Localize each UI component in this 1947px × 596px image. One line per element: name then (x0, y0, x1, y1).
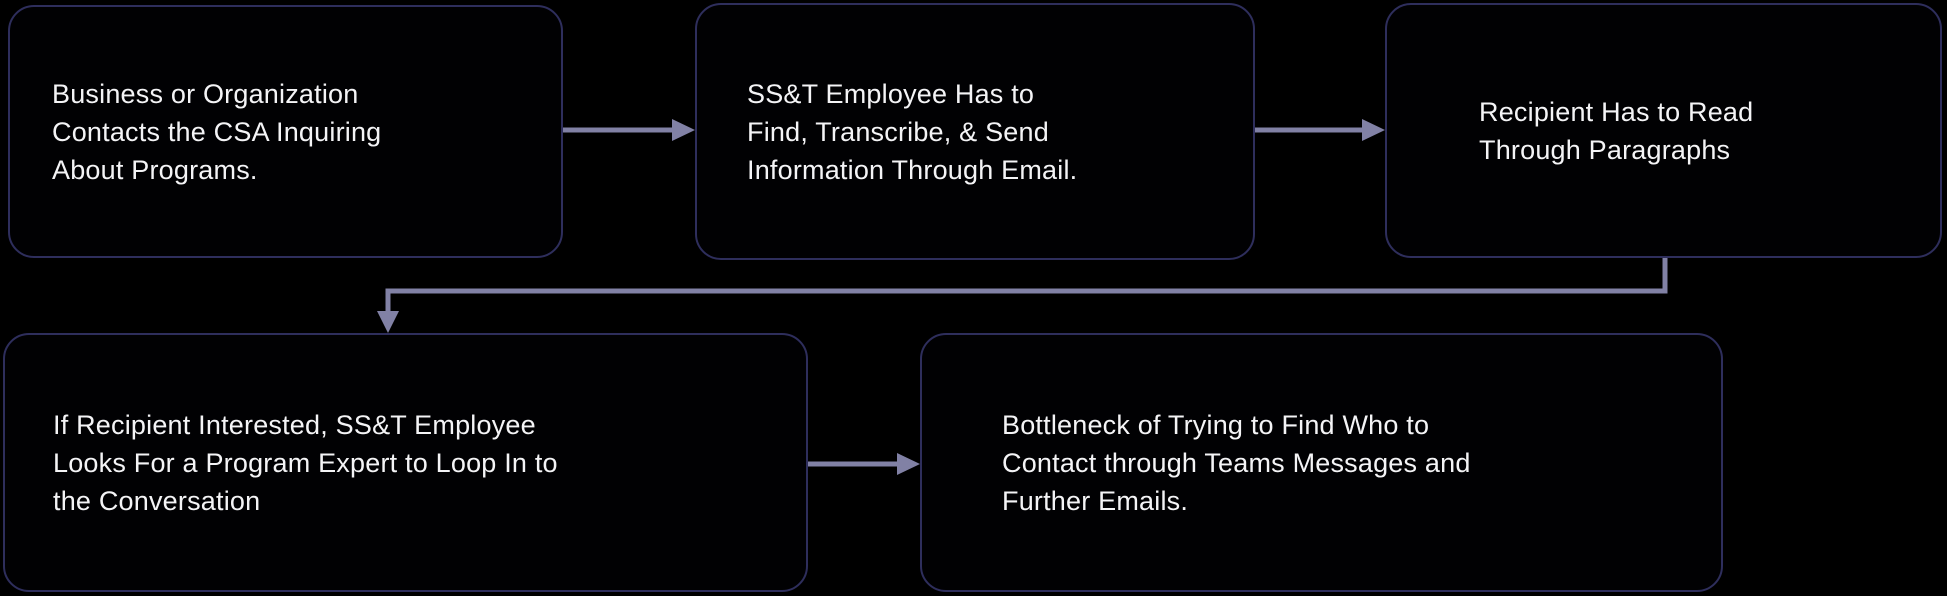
arrowhead-right-icon (897, 453, 920, 475)
flow-node-transcribe-label: SS&T Employee Has to Find, Transcribe, &… (747, 78, 1078, 185)
arrowhead-right-icon (672, 119, 695, 141)
flow-node-bottleneck: Bottleneck of Trying to Find Who to Cont… (920, 333, 1723, 592)
flow-node-loop-in: If Recipient Interested, SS&T Employee L… (3, 333, 808, 592)
edge-read-to-loop-in (377, 258, 1668, 333)
edge-elbow-line (385, 258, 1668, 313)
arrowhead-down-icon (377, 311, 399, 333)
edge-transcribe-to-read (1255, 119, 1385, 141)
flow-node-read-label: Recipient Has to Read Through Paragraphs (1479, 96, 1754, 165)
edge-loop-in-to-bottleneck (808, 453, 920, 475)
flow-node-loop-in-label: If Recipient Interested, SS&T Employee L… (53, 409, 558, 516)
flow-node-contact-label: Business or Organization Contacts the CS… (52, 78, 382, 185)
edge-contact-to-transcribe (563, 119, 695, 141)
flow-node-transcribe: SS&T Employee Has to Find, Transcribe, &… (695, 3, 1255, 260)
arrowhead-right-icon (1362, 119, 1385, 141)
flow-node-bottleneck-label: Bottleneck of Trying to Find Who to Cont… (1002, 409, 1471, 516)
flow-node-read: Recipient Has to Read Through Paragraphs (1385, 3, 1942, 258)
flow-node-contact: Business or Organization Contacts the CS… (8, 5, 563, 258)
